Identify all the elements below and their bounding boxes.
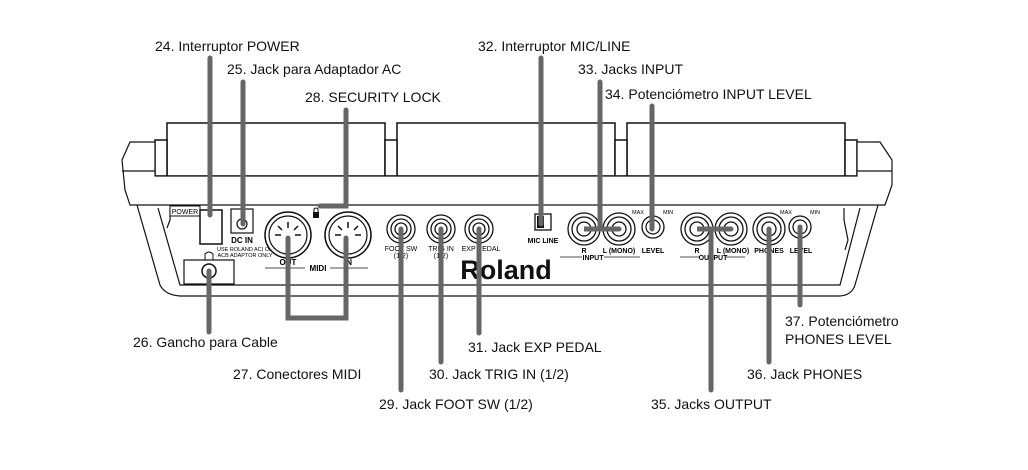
callout-35: 35. Jacks OUTPUT xyxy=(651,396,772,412)
input-max-label: MAX xyxy=(632,210,644,216)
callout-36: 36. Jack PHONES xyxy=(747,366,863,382)
top-pads xyxy=(154,122,858,177)
output-r-label: R xyxy=(694,248,699,255)
callout-30: 30. Jack TRIG IN (1/2) xyxy=(429,366,569,382)
callout-27: 27. Conectores MIDI xyxy=(233,366,362,382)
phones-min-label: MIN xyxy=(810,210,820,216)
callout-34: 34. Potenciómetro INPUT LEVEL xyxy=(605,86,812,102)
callout-32: 32. Interruptor MIC/LINE xyxy=(478,38,631,54)
callout-29: 29. Jack FOOT SW (1/2) xyxy=(379,396,533,412)
security-lock-icon xyxy=(313,207,319,218)
midi-out-connector[interactable] xyxy=(264,211,312,259)
adaptor-note-2: ACB ADAPTOR ONLY xyxy=(217,253,272,259)
input-group-label: INPUT xyxy=(583,255,605,262)
leader-35 xyxy=(697,226,734,393)
brand-logo: Roland xyxy=(460,255,552,285)
leader-28 xyxy=(317,107,349,209)
callout-24: 24. Interruptor POWER xyxy=(155,38,300,54)
adaptor-note-1: USE ROLAND ACI OR xyxy=(217,247,273,253)
leader-27 xyxy=(285,235,349,321)
pad-gap-2 xyxy=(614,139,628,177)
midi-in-connector[interactable] xyxy=(324,211,372,259)
dc-in-label: DC IN xyxy=(231,236,253,245)
mic-line-label: MIC LINE xyxy=(528,238,559,245)
pad-right xyxy=(626,122,846,177)
pad-center xyxy=(396,122,616,177)
trig-in-jack[interactable] xyxy=(426,214,456,244)
output-l-label: L (MONO) xyxy=(717,248,750,255)
power-label: POWER xyxy=(172,209,198,216)
callout-37-line2: PHONES LEVEL xyxy=(785,331,892,347)
callout-28: 28. SECURITY LOCK xyxy=(305,89,441,105)
input-min-label: MIN xyxy=(663,210,673,216)
pad-left xyxy=(166,122,386,177)
callout-26: 26. Gancho para Cable xyxy=(133,334,278,350)
callout-37-line1: 37. Potenciómetro xyxy=(785,313,899,329)
pad-left-step xyxy=(154,139,168,177)
pad-gap-1 xyxy=(384,139,398,177)
body-outline xyxy=(121,141,893,297)
callout-25: 25. Jack para Adaptador AC xyxy=(227,61,402,77)
callout-33: 33. Jacks INPUT xyxy=(578,61,684,77)
leader-33 xyxy=(584,79,622,232)
pad-right-step xyxy=(844,139,858,177)
input-r-jack[interactable] xyxy=(567,212,601,246)
midi-label: MIDI xyxy=(310,264,327,273)
leader-lines xyxy=(206,55,803,393)
cable-hook-tab xyxy=(204,251,214,260)
input-l-label: L (MONO) xyxy=(603,248,636,255)
callout-31: 31. Jack EXP PEDAL xyxy=(468,339,602,355)
phones-max-label: MAX xyxy=(780,210,792,216)
input-r-label: R xyxy=(581,248,586,255)
input-level-label: LEVEL xyxy=(642,248,665,255)
